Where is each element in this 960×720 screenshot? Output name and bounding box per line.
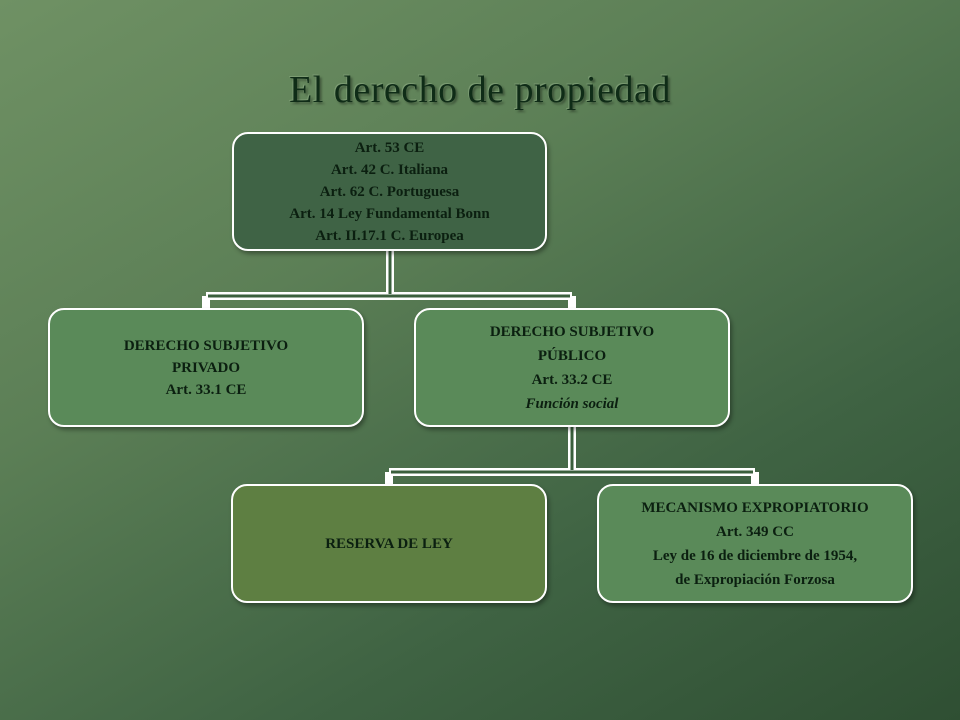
root-line-4: Art. 14 Ley Fundamental Bonn bbox=[289, 205, 490, 222]
root-line-3: Art. 62 C. Portuguesa bbox=[319, 183, 460, 200]
page-title: El derecho de propiedad bbox=[289, 69, 671, 111]
expropriation-line-4: de Expropiación Forzosa bbox=[675, 571, 835, 588]
public-right-node: DERECHO SUBJETIVO PÚBLICO Art. 33.2 CE F… bbox=[414, 308, 730, 427]
private-line-3: Art. 33.1 CE bbox=[165, 381, 247, 398]
root-node: Art. 53 CE Art. 42 C. Italiana Art. 62 C… bbox=[232, 132, 547, 251]
public-line-1: DERECHO SUBJETIVO bbox=[489, 323, 655, 340]
root-line-1: Art. 53 CE bbox=[354, 139, 425, 156]
public-line-3: Art. 33.2 CE bbox=[531, 371, 613, 388]
public-line-2: PÚBLICO bbox=[537, 347, 607, 364]
root-line-2: Art. 42 C. Italiana bbox=[330, 161, 449, 178]
expropriation-line-3: Ley de 16 de diciembre de 1954, bbox=[652, 547, 858, 564]
expropriation-line-1: MECANISMO EXPROPIATORIO bbox=[641, 499, 869, 516]
private-line-1: DERECHO SUBJETIVO bbox=[123, 337, 289, 354]
root-line-5: Art. II.17.1 C. Europea bbox=[315, 227, 464, 244]
private-right-node: DERECHO SUBJETIVO PRIVADO Art. 33.1 CE bbox=[48, 308, 364, 427]
expropriation-node: MECANISMO EXPROPIATORIO Art. 349 CC Ley … bbox=[597, 484, 913, 603]
expropriation-line-2: Art. 349 CC bbox=[716, 523, 794, 540]
reserve-node: RESERVA DE LEY bbox=[231, 484, 547, 603]
reserve-line-1: RESERVA DE LEY bbox=[325, 535, 453, 552]
public-line-4: Función social bbox=[525, 395, 619, 412]
private-line-2: PRIVADO bbox=[171, 359, 241, 376]
